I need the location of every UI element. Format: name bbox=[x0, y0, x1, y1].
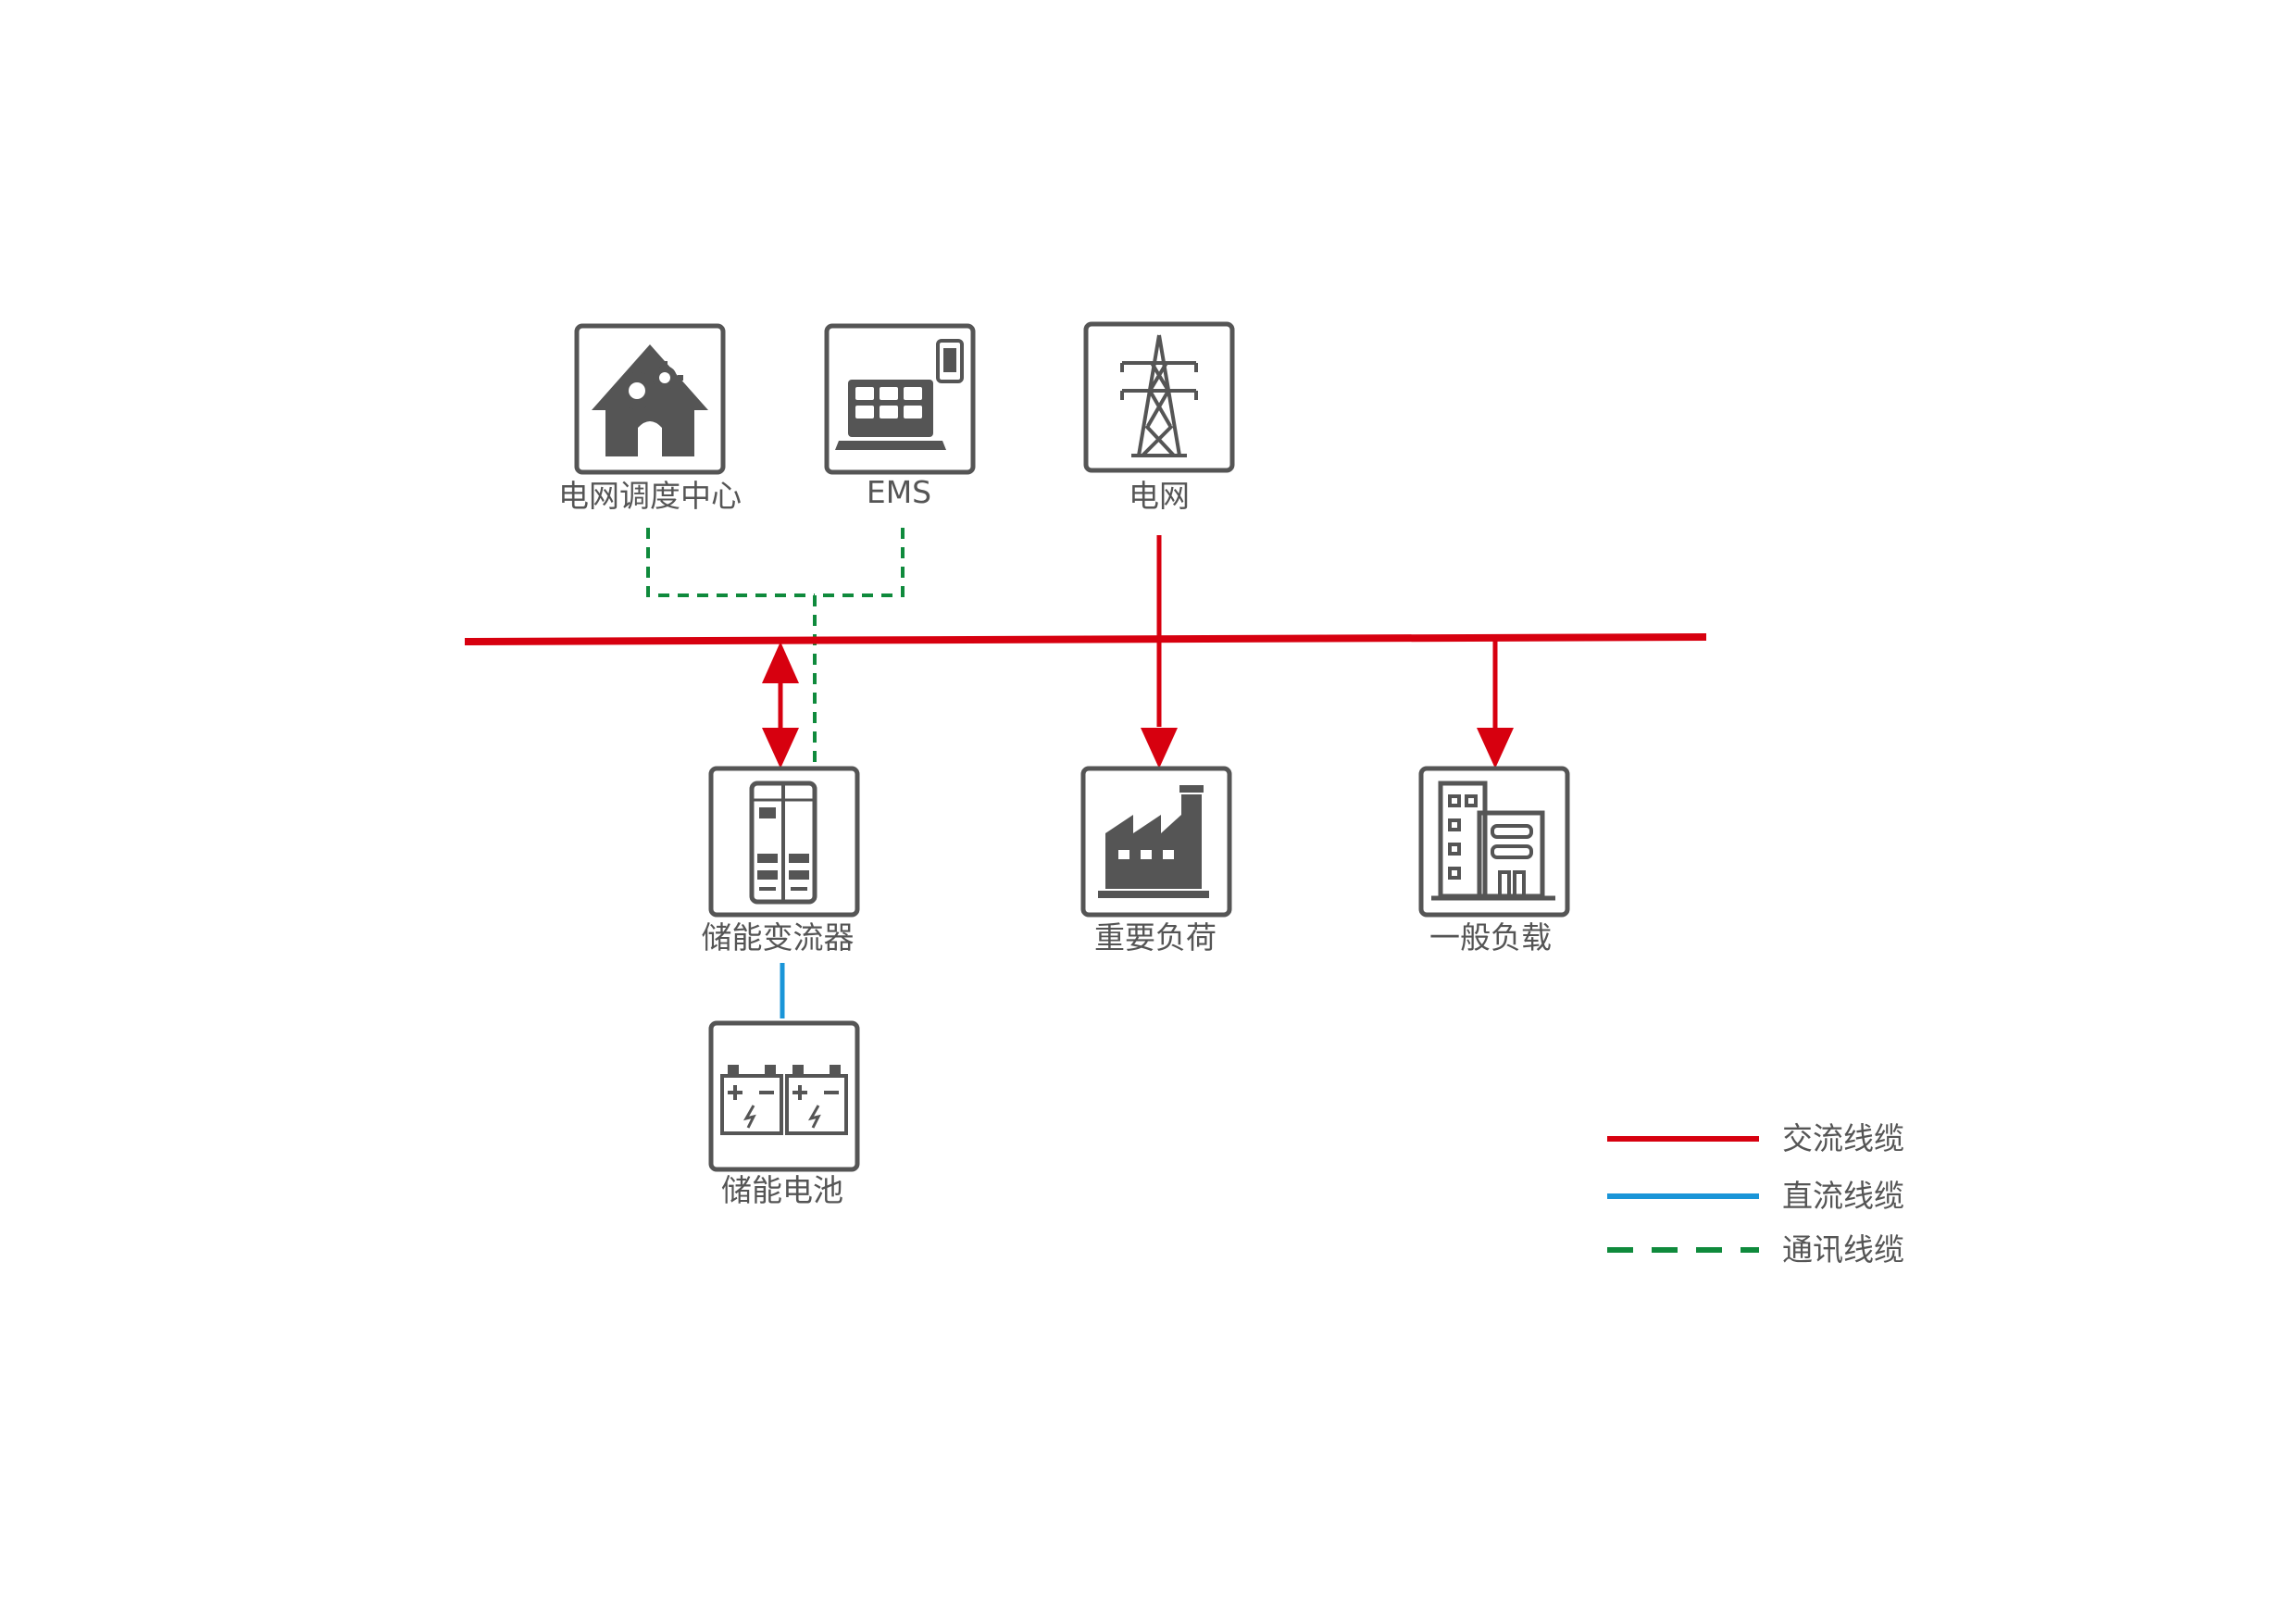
comm-line-dispatch bbox=[646, 528, 815, 597]
laptop-phone-icon bbox=[835, 339, 964, 450]
comm-line-ems bbox=[815, 528, 905, 597]
node-label-battery: 储能电池 bbox=[721, 1172, 843, 1208]
arrow-up-to-bus bbox=[762, 642, 799, 683]
node-dispatch-center: 电网调度中心 bbox=[558, 323, 742, 514]
legend-label-ac: 交流线缆 bbox=[1782, 1120, 1904, 1156]
node-critical-load: 重要负荷 bbox=[1080, 766, 1232, 956]
battery-icon bbox=[720, 1065, 848, 1135]
building-icon bbox=[1431, 781, 1555, 901]
ac-bus-line bbox=[464, 633, 1707, 645]
node-ems: EMS bbox=[824, 323, 976, 510]
node-battery: 储能电池 bbox=[708, 1020, 860, 1208]
legend-item-dc: 直流线缆 bbox=[1607, 1178, 1904, 1214]
arrow-to-general-load bbox=[1477, 728, 1514, 768]
legend-item-comm: 通讯线缆 bbox=[1607, 1231, 1904, 1268]
node-pcs: 储能变流器 bbox=[702, 766, 860, 956]
factory-icon bbox=[1098, 785, 1209, 898]
legend: 交流线缆 直流线缆 通讯线缆 bbox=[1607, 1120, 1904, 1268]
node-general-load: 一般负载 bbox=[1418, 766, 1570, 956]
comm-lines bbox=[646, 528, 905, 768]
arrow-down-to-pcs bbox=[762, 728, 799, 768]
node-label-critical-load: 重要负荷 bbox=[1094, 919, 1217, 956]
legend-label-comm: 通讯线缆 bbox=[1782, 1231, 1904, 1268]
node-label-ems: EMS bbox=[867, 474, 931, 510]
node-grid: 电网 bbox=[1083, 321, 1235, 514]
power-tower-icon bbox=[1120, 334, 1198, 457]
node-label-general-load: 一般负载 bbox=[1429, 919, 1552, 956]
arrow-to-critical-load bbox=[1141, 728, 1178, 768]
node-label-pcs: 储能变流器 bbox=[702, 919, 855, 956]
legend-label-dc: 直流线缆 bbox=[1782, 1178, 1904, 1214]
cabinet-icon bbox=[749, 781, 817, 905]
node-label-grid: 电网 bbox=[1129, 478, 1190, 514]
legend-item-ac: 交流线缆 bbox=[1607, 1120, 1904, 1156]
node-label-dispatch-center: 电网调度中心 bbox=[558, 478, 742, 514]
house-gears-icon bbox=[592, 344, 708, 456]
